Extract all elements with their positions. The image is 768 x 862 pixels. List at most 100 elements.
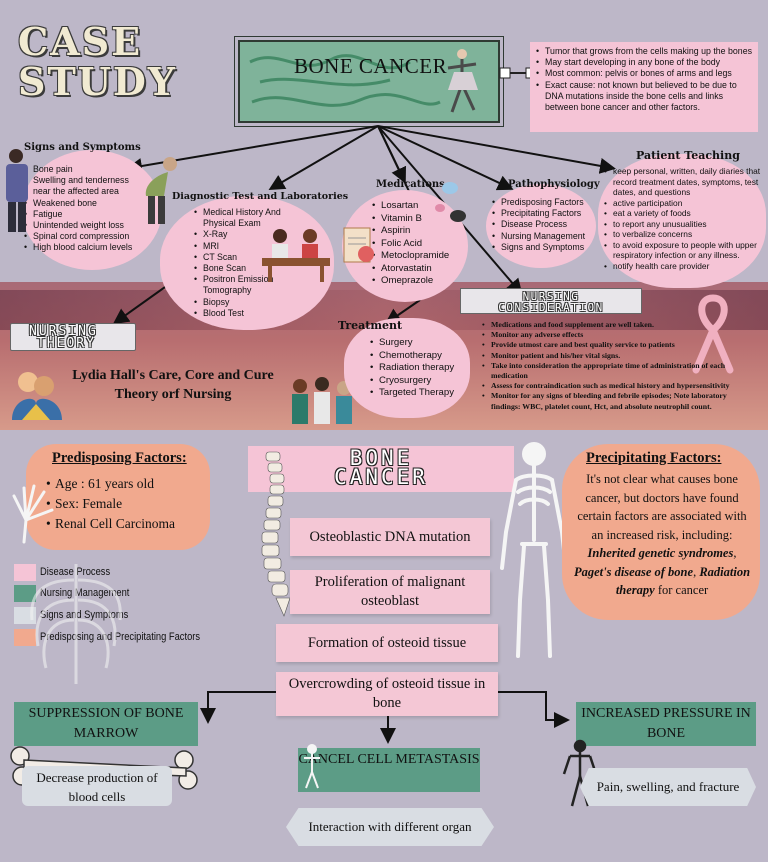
signs-list: Bone painSwelling and tenderness near th… xyxy=(24,164,142,254)
teaching-heading: Patient Teaching xyxy=(636,149,740,162)
intro-item: Exact cause: not known but believed to b… xyxy=(536,80,752,114)
nursing-consideration-item: Monitor patient and his/her vital signs. xyxy=(482,351,756,361)
nursing-consideration-item: Monitor for any signs of bleeding and fe… xyxy=(482,391,756,411)
spine-icon xyxy=(261,451,291,617)
diagnostic-item: Biopsy xyxy=(194,297,294,308)
teaching-item: to report any unusualities xyxy=(604,219,766,230)
nursing-theory-label: NURSING THEORY xyxy=(10,323,136,351)
diagnostic-item: Bone Scan xyxy=(194,263,294,274)
treatment-item: Chemotherapy xyxy=(370,350,470,363)
predisposing-item: Age : 61 years old xyxy=(46,474,206,494)
patho-item: Nursing Management xyxy=(492,231,596,242)
medications-item: Vitamin B xyxy=(372,213,468,226)
patho-item: Precipitating Factors xyxy=(492,208,596,219)
patho-item: Signs and Symptoms xyxy=(492,242,596,253)
outcome-cancel-cell-metastasis: CANCEL CELL METASTASIS xyxy=(298,748,480,792)
nursing-consideration-item: Monitor any adverse effects xyxy=(482,330,756,340)
outcome-interaction-organ: Interaction with different organ xyxy=(286,808,494,846)
signs-heading: Signs and Symptoms xyxy=(24,142,141,153)
treatment-item: Cryosurgery xyxy=(370,375,470,388)
predisposing-item: Sex: Female xyxy=(46,494,206,514)
outcome-suppression-bone-marrow: SUPPRESSION OF BONE MARROW xyxy=(14,702,198,746)
treatment-list: SurgeryChemotherapyRadiation therapyCryo… xyxy=(370,337,470,400)
medications-item: Omeprazole xyxy=(372,275,468,288)
intro-item: Tumor that grows from the cells making u… xyxy=(536,46,752,57)
treatment-item: Surgery xyxy=(370,337,470,350)
medications-list: LosartanVitamin BAspirinFolic AcidMetocl… xyxy=(372,200,468,288)
prescription-icon xyxy=(343,227,374,263)
teaching-list: keep personal, written, daily diaries th… xyxy=(604,166,766,271)
legend-label-factors: Predisposing and Precipitating Factors xyxy=(40,631,201,643)
teaching-item: to verbalize concerns xyxy=(604,229,766,240)
nursing-consideration-label: NURSING CONSIDERATION xyxy=(460,288,642,314)
diagnostic-item: MRI xyxy=(194,241,294,252)
nursing-theory-line-2: THEORY xyxy=(37,336,96,351)
flow-step-2: Proliferation of malignant osteoblast xyxy=(290,570,490,614)
precipitating-emphasis-3: Radiation therapy xyxy=(615,564,751,598)
nursing-consideration-item: Take into consideration the appropriate … xyxy=(482,361,756,381)
person-pain-icon xyxy=(6,149,28,232)
precipitating-box xyxy=(562,444,760,620)
legend-label-nursing-management: Nursing Management xyxy=(40,587,130,599)
nurses-team-icon xyxy=(292,377,352,424)
precipitating-sep-1: , xyxy=(733,546,737,560)
flow-title-box: BONE CANCER xyxy=(248,446,514,492)
medications-item: Aspirin xyxy=(372,225,468,238)
medications-item: Losartan xyxy=(372,200,468,213)
precipitating-text: It's not clear what causes bone cancer, … xyxy=(570,470,754,600)
predisposing-list: Age : 61 years oldSex: FemaleRenal Cell … xyxy=(46,474,206,534)
predisposing-item: Renal Cell Carcinoma xyxy=(46,514,206,534)
patho-item: Disease Process xyxy=(492,219,596,230)
person-back-pain-icon xyxy=(145,157,177,224)
patho-item: Predisposing Factors xyxy=(492,197,596,208)
nursing-theory-text: Lydia Hall's Care, Core and Cure Theory … xyxy=(72,368,274,402)
flow-title-line-2: CANCER xyxy=(334,465,428,489)
caregiver-hug-icon xyxy=(12,372,62,420)
medications-item: Atorvastatin xyxy=(372,263,468,276)
small-skeleton-icon xyxy=(304,744,320,789)
diagnostic-item: CT Scan xyxy=(194,252,294,263)
doctors-consult-icon xyxy=(262,229,330,282)
predisposing-heading: Predisposing Factors: xyxy=(52,450,187,466)
intro-list: Tumor that grows from the cells making u… xyxy=(536,46,752,113)
medications-heading: Medications xyxy=(376,179,445,190)
treatment-item: Radiation therapy xyxy=(370,362,470,375)
flow-step-4: Overcrowding of osteoid tissue in bone xyxy=(276,672,498,716)
ribcage-icon xyxy=(30,564,122,684)
precipitating-emphasis-2: Paget's disease of bone xyxy=(573,564,694,579)
precipitating-sep-2: , xyxy=(693,564,700,579)
diagnostic-heading: Diagnostic Test and Laboratories xyxy=(172,191,349,202)
teaching-item: eat a variety of foods xyxy=(604,208,766,219)
case-study-title: CASE STUDY xyxy=(18,22,177,102)
precipitating-text-end: for cancer xyxy=(654,583,709,597)
flow-title-line-1: BONE xyxy=(349,446,413,470)
signs-item: High blood calcium levels xyxy=(24,242,142,253)
precipitating-heading: Precipitating Factors: xyxy=(586,450,722,466)
nursing-consideration-line-1: NURSING xyxy=(522,290,580,303)
flow-step-3: Formation of osteoid tissue xyxy=(276,624,498,662)
skeleton-icon xyxy=(500,442,568,658)
flow-step-1: Osteoblastic DNA mutation xyxy=(290,518,490,556)
diagnostic-item: Medical History And Physical Exam xyxy=(194,207,294,229)
nursing-theory-line-1: NURSING xyxy=(29,324,98,339)
patho-heading: Pathophysiology xyxy=(508,179,600,190)
diagnostic-item: Positron Emission Tomography xyxy=(194,274,294,296)
outcome-pain-swelling: Pain, swelling, and fracture xyxy=(580,768,756,806)
patho-list: Predisposing FactorsPrecipitating Factor… xyxy=(492,197,596,253)
nursing-consideration-line-2: CONSIDERATION xyxy=(498,301,604,314)
diagnostic-item: Blood Test xyxy=(194,308,294,319)
outcome-increased-pressure: INCREASED PRESSURE IN BONE xyxy=(576,702,756,746)
dancing-woman-icon xyxy=(447,49,478,113)
legend-swatch-disease-process xyxy=(14,564,36,581)
scribble-decoration xyxy=(249,54,441,107)
signs-item: Spinal cord compression xyxy=(24,231,142,242)
teaching-item: notify health care provider xyxy=(604,261,766,272)
main-topic-box: BONE CANCER xyxy=(238,40,500,123)
medications-item: Folic Acid xyxy=(372,238,468,251)
legend-swatch-factors xyxy=(14,629,36,646)
title-line-1: CASE xyxy=(18,19,143,64)
precipitating-emphasis-1: Inherited genetic syndromes xyxy=(587,546,734,560)
teaching-item: to avoid exposure to people with upper r… xyxy=(604,240,766,261)
nursing-consideration-list: Medications and food supplement are well… xyxy=(482,320,756,412)
